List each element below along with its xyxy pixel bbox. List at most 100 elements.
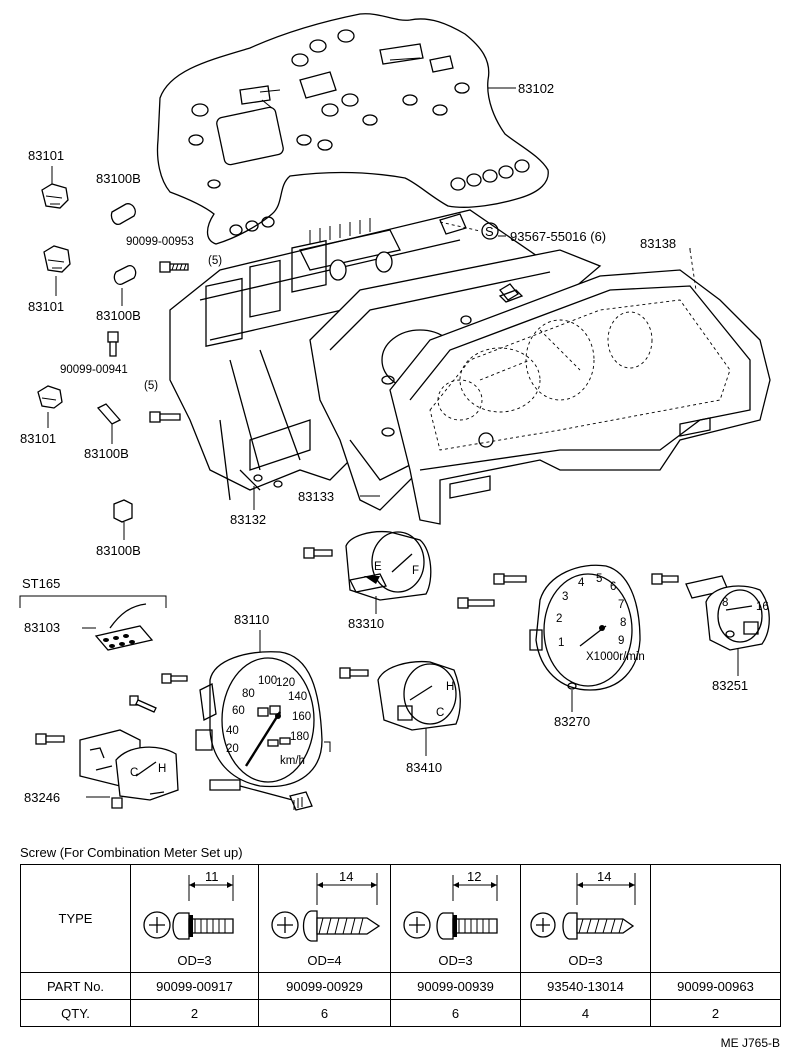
- screw-left-mid: [149, 411, 181, 423]
- speedometer-83110: 20 40 60 80 100 120 140 160 180 km/h: [195, 651, 331, 811]
- qty-5: 2: [650, 999, 781, 1027]
- tach-tick-9: 9: [618, 635, 624, 647]
- qty-3: 6: [390, 999, 521, 1027]
- qty-2: 6: [258, 999, 391, 1027]
- temp-h-mark: H: [158, 763, 166, 775]
- screw-dim-1: 11: [205, 869, 219, 884]
- bulb-socket-83101-a: [41, 183, 69, 209]
- volt-16-mark: 16: [756, 601, 769, 613]
- screw-90099-00953: [159, 261, 189, 273]
- label-83102: 83102: [518, 81, 554, 96]
- label-90099-00953-qty: (5): [208, 255, 222, 267]
- part-no-label: PART No.: [46, 978, 105, 994]
- printed-circuit-plate-83102: [156, 13, 549, 245]
- label-83101-a: 83101: [28, 148, 64, 163]
- label-83101-c: 83101: [20, 431, 56, 446]
- tach-tick-1: 1: [558, 637, 564, 649]
- bulb-83100b-c: [96, 403, 122, 425]
- screw-drawing-4: 14: [530, 869, 636, 940]
- tach-tick-5: 5: [596, 573, 602, 585]
- label-83100b-b: 83100B: [96, 308, 141, 323]
- volt-8-mark: 8: [722, 597, 728, 609]
- temp-c-mark-2: C: [436, 707, 444, 719]
- bulb-socket-83101-b: [43, 245, 71, 273]
- speed-unit: km/h: [280, 755, 305, 767]
- label-83100b-a: 83100B: [96, 171, 141, 186]
- label-90099-00941-qty: (5): [144, 380, 158, 392]
- tach-tick-4: 4: [578, 577, 585, 589]
- label-90099-00941: 90099-00941: [60, 364, 128, 376]
- speed-tick-160: 160: [292, 711, 311, 723]
- screw-83246: [35, 733, 65, 745]
- screw-83310: [303, 547, 333, 559]
- label-83103: 83103: [24, 620, 60, 635]
- part-no-4: 93540-13014: [520, 972, 651, 1000]
- fuel-e-mark: E: [374, 561, 382, 573]
- screw-od-3: OD=3: [438, 953, 473, 968]
- screw-table-title: Screw (For Combination Meter Set up): [20, 845, 243, 860]
- screw-83410: [339, 667, 369, 679]
- label-83100b-c: 83100B: [84, 446, 129, 461]
- bulb-83100b-b: [113, 265, 137, 285]
- screw-od-1: OD=3: [177, 953, 212, 968]
- tach-tick-3: 3: [562, 591, 568, 603]
- drawing-code: ME J765-B: [720, 1036, 780, 1050]
- qty-4: 4: [520, 999, 651, 1027]
- label-st165: ST165: [22, 576, 60, 591]
- screw-od-4: OD=3: [568, 953, 603, 968]
- speed-tick-80: 80: [242, 688, 255, 700]
- part-no-5: 90099-00963: [650, 972, 781, 1000]
- wire-harness-83103: [94, 603, 154, 651]
- label-83132: 83132: [230, 512, 266, 527]
- screw-type-cell-5: [650, 864, 781, 973]
- label-83410: 83410: [406, 760, 442, 775]
- label-83270: 83270: [554, 714, 590, 729]
- speed-tick-120: 120: [276, 677, 295, 689]
- part-no-header: PART No.: [20, 972, 131, 1000]
- part-no-1: 90099-00917: [130, 972, 259, 1000]
- speed-tick-60: 60: [232, 705, 245, 717]
- tach-tick-2: 2: [556, 613, 562, 625]
- screw-type-cell-4: 14 OD=3: [520, 864, 651, 973]
- screw-83251: [651, 573, 679, 585]
- label-93567-55016: 93567-55016 (6): [510, 229, 606, 244]
- speed-tick-100: 100: [258, 675, 277, 687]
- temp-h-mark-2: H: [446, 681, 454, 693]
- bulb-socket-83101-c: [37, 385, 63, 409]
- screw-type-cell-1: 11 OD=3: [130, 864, 259, 973]
- speed-tick-40: 40: [226, 725, 239, 737]
- tach-tick-6: 6: [610, 581, 616, 593]
- label-83110: 83110: [234, 612, 269, 627]
- type-header-cell: TYPE: [20, 864, 131, 973]
- screw-speedo-1: [161, 673, 188, 684]
- gauge-module-83246: C H: [79, 729, 179, 809]
- screw-dim-3: 12: [467, 869, 481, 884]
- screw-dim-2: 14: [339, 869, 353, 884]
- tach-tick-7: 7: [618, 599, 624, 611]
- screw-od-2: OD=4: [307, 953, 342, 968]
- label-83133: 83133: [298, 489, 334, 504]
- label-90099-00953: 90099-00953: [126, 236, 194, 248]
- screw-drawing-2: 14: [271, 869, 381, 942]
- type-label: TYPE: [58, 911, 93, 926]
- temp-c-mark: C: [130, 767, 138, 779]
- label-83100b-d: 83100B: [96, 543, 141, 558]
- label-83246: 83246: [24, 790, 60, 805]
- bulb-83100b-d: [113, 499, 133, 523]
- fuel-gauge-83310: E F: [345, 530, 432, 601]
- qty-label: QTY.: [61, 1005, 90, 1021]
- part-no-3: 90099-00939: [390, 972, 521, 1000]
- speed-tick-180: 180: [290, 731, 309, 743]
- screw-table: TYPE 11 OD=3: [20, 864, 781, 1027]
- meter-glass-83138: [389, 269, 771, 525]
- tach-unit: X1000r/min: [586, 651, 645, 663]
- fuel-f-mark: F: [412, 565, 419, 577]
- screw-type-cell-2: 14 OD=4: [258, 864, 391, 973]
- qty-1: 2: [130, 999, 259, 1027]
- screw-type-cell-3: 12 OD=3: [390, 864, 521, 973]
- tach-tick-8: 8: [620, 617, 626, 629]
- speed-tick-20: 20: [226, 743, 239, 755]
- speed-tick-140: 140: [288, 691, 307, 703]
- label-s-symbol: S: [485, 224, 494, 239]
- temp-gauge-83410: C H: [377, 660, 461, 731]
